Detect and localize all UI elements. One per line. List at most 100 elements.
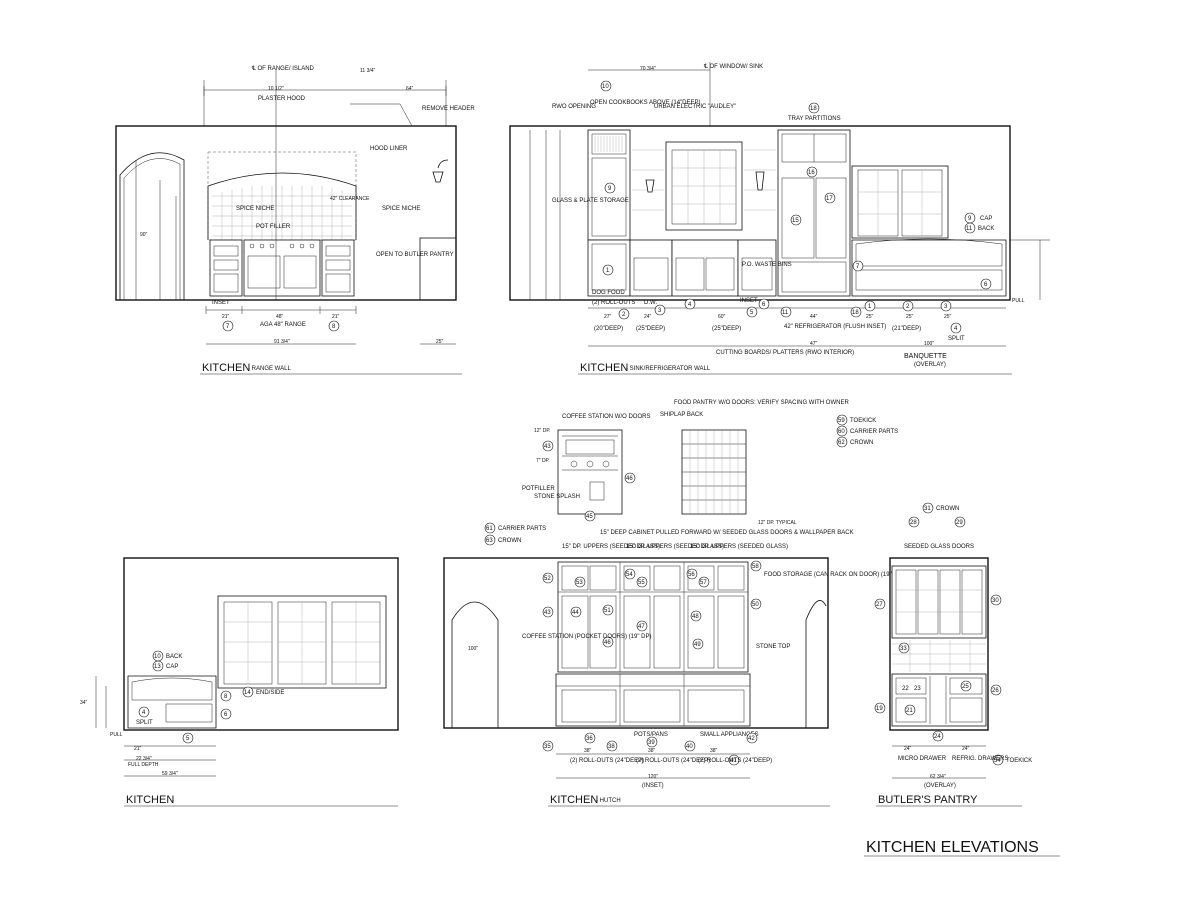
view-title: KITCHEN — [202, 362, 250, 374]
hutch-cabinet — [555, 561, 751, 727]
dim-label: 24" — [644, 314, 652, 320]
coffee-pocket-label: COFFEE STATION (POCKET DOORS) (19" DP) — [522, 634, 651, 640]
dim-label: 22 3/4" — [136, 756, 152, 762]
tag-8: 8 — [332, 324, 336, 330]
refrigerator — [777, 129, 851, 297]
upper-label: 15" DP. UPPERS (SEEDED GLASS) — [690, 544, 788, 550]
tag-24: 24 — [934, 734, 941, 740]
back-label: BACK — [166, 654, 182, 660]
dim-label: 38" — [648, 748, 656, 754]
tag-19: 19 — [876, 706, 883, 712]
tray-partitions-label: TRAY PARTITIONS — [788, 116, 841, 122]
rollouts-label: (2) ROLL-OUTS (24"DEEP) — [570, 758, 644, 764]
tag-17: 17 — [826, 196, 833, 202]
split-label: SPLIT — [948, 336, 965, 342]
spice-niche-label: SPICE NICHE — [236, 206, 274, 212]
spice-niche-label: SPICE NICHE — [382, 206, 420, 212]
tag-1: 1 — [606, 268, 610, 274]
tag-11: 11 — [782, 310, 789, 316]
tag-16: 16 — [808, 170, 815, 176]
tag-57: 57 — [700, 580, 707, 586]
kitchen-window-elevation: 10 BACK 13 CAP 14 END/SIDE 8 6 4 SPLIT 5… — [80, 557, 399, 807]
tag-56: 56 — [688, 572, 695, 578]
potfiller-label: POTFILLER — [522, 486, 555, 492]
legend-text: CROWN — [850, 440, 873, 446]
tag-38: 38 — [608, 744, 615, 750]
view-title: KITCHEN — [126, 794, 174, 806]
tag-34: 34 — [994, 758, 1001, 764]
tag-9: 9 — [968, 216, 972, 222]
open-to-butler-label: OPEN TO BUTLER PANTRY — [376, 252, 454, 258]
dim-label: 38" — [710, 748, 718, 754]
window — [217, 595, 387, 689]
tag-44: 44 — [572, 610, 579, 616]
depth-label: 7" DP. — [536, 458, 550, 464]
dim-label: 25" — [866, 314, 874, 320]
tag-5: 5 — [750, 310, 754, 316]
tag-23: 23 — [914, 686, 921, 692]
tag-3: 3 — [658, 308, 662, 314]
rwo-opening-label: RWO OPENING — [552, 104, 596, 110]
tag-22: 22 — [902, 686, 909, 692]
shiplap-label: SHIPLAP BACK — [660, 412, 703, 418]
tag-6: 6 — [224, 712, 228, 718]
tag-21: 21 — [906, 708, 913, 714]
tag-28: 28 — [910, 520, 917, 526]
sheet-title: KITCHEN ELEVATIONS — [866, 839, 1039, 856]
coffee-station-label: COFFEE STATION W/O DOORS — [562, 414, 650, 420]
urban-electric-label: URBAN ELECTRIC "AUDLEY" — [654, 104, 736, 110]
tag-4: 4 — [954, 326, 958, 332]
tag-30: 30 — [992, 598, 999, 604]
hutch-elevation: COFFEE STATION W/O DOORS 12" DP. 7" DP. … — [443, 400, 905, 807]
rollouts-label: (2) ROLL-OUTS (24"DEEP) — [636, 758, 710, 764]
overlay-label: (OVERLAY) — [924, 783, 956, 789]
food-pantry-detail — [681, 429, 747, 515]
rollouts-label: (2) ROLL-OUTS — [592, 300, 635, 306]
tag-36: 36 — [586, 736, 593, 742]
banquette-label: BANQUETTE — [904, 353, 947, 360]
tag-48: 48 — [692, 614, 699, 620]
tag-39: 39 — [648, 740, 655, 746]
window-bench — [127, 675, 217, 729]
refrig-drawers-label: REFRIG. DRAWERS — [952, 756, 1008, 762]
tag-52: 52 — [544, 576, 551, 582]
tag-14: 14 — [244, 690, 251, 696]
view-subtitle: - — [172, 798, 174, 804]
inset-label: INSET — [740, 298, 758, 304]
tag-26: 26 — [992, 688, 999, 694]
coffee-station-detail — [557, 429, 623, 515]
deep-label: (25"DEEP) — [712, 326, 741, 332]
tag-43: 43 — [544, 610, 551, 616]
tag-29: 29 — [956, 520, 963, 526]
dim-label: 21" — [134, 746, 142, 752]
legend-text: CARRIER PARTS — [850, 429, 898, 435]
tag-63: 63 — [486, 538, 493, 544]
dim-label: 24" — [904, 746, 912, 752]
tag-13: 13 — [154, 664, 161, 670]
tag-3: 3 — [944, 304, 948, 310]
tag-49: 49 — [694, 642, 701, 648]
backsplash-tile — [212, 186, 352, 240]
glass-upper — [891, 565, 987, 639]
crown-label: CROWN — [936, 506, 959, 512]
tag-18: 18 — [852, 310, 859, 316]
pull-label: PULL — [1012, 298, 1025, 304]
tag-51: 51 — [604, 608, 611, 614]
range-label: AGA 48" RANGE — [260, 322, 306, 328]
back-label: BACK — [978, 226, 994, 232]
food-pantry-label: FOOD PANTRY W/O DOORS: VERIFY SPACING WI… — [674, 400, 849, 406]
tag-7: 7 — [856, 264, 860, 270]
deep-label: (25"DEEP) — [636, 326, 665, 332]
dim-label: 11 3/4" — [360, 68, 376, 74]
dim-label: 44" — [810, 314, 818, 320]
tag-43: 43 — [544, 444, 551, 450]
tag-2: 2 — [906, 304, 910, 310]
dw-label: D.W. — [644, 300, 657, 306]
dim-label: 120" — [648, 774, 658, 780]
inset-label: INSET — [212, 300, 230, 306]
dim-label: 59 3/4" — [162, 771, 178, 777]
tag-10: 10 — [154, 654, 161, 660]
dog-food-label: DOG FOOD — [592, 290, 625, 296]
view-subtitle: - SINK/REFRIGERATOR WALL — [626, 366, 711, 372]
